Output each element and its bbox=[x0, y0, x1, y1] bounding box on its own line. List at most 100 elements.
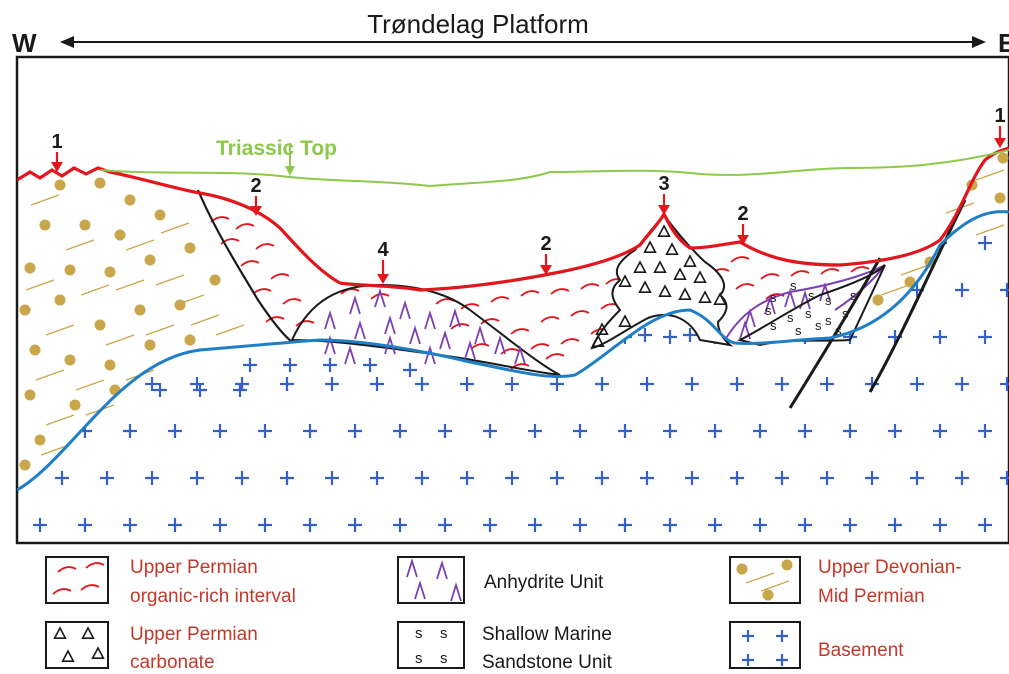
basement-cross bbox=[595, 377, 609, 391]
sediment-line bbox=[45, 414, 75, 426]
sediment-dot bbox=[104, 266, 116, 278]
sediment-dot bbox=[994, 192, 1006, 204]
marker-arrow-head bbox=[540, 265, 552, 275]
organic-dash bbox=[480, 318, 500, 325]
basement-cross bbox=[618, 518, 632, 532]
basement-cross bbox=[438, 424, 452, 438]
sand-mark: s bbox=[842, 306, 849, 321]
sediment-dot bbox=[154, 209, 166, 221]
sediment-dot bbox=[184, 334, 196, 346]
anhydrite-mark bbox=[399, 299, 411, 320]
legend-organic-dash bbox=[57, 566, 77, 573]
organic-dash bbox=[730, 256, 750, 263]
basement-cross bbox=[303, 424, 317, 438]
marker-arrow-head bbox=[250, 206, 262, 216]
legend-anhydrite-mark bbox=[414, 579, 426, 600]
sediment-dot bbox=[34, 434, 46, 446]
basement-cross bbox=[753, 236, 767, 250]
basement-cross bbox=[573, 330, 587, 344]
legend-sediment-line bbox=[745, 572, 775, 584]
sediment-dot bbox=[79, 219, 91, 231]
organic-dash bbox=[530, 343, 550, 350]
basement-cross bbox=[1000, 471, 1009, 485]
basement-cross bbox=[168, 236, 182, 250]
organic-dash bbox=[550, 288, 570, 295]
organic-dash bbox=[282, 298, 302, 305]
basement-cross bbox=[573, 424, 587, 438]
marker-arrow-head bbox=[737, 235, 749, 245]
sand-mark: s bbox=[765, 303, 772, 318]
organic-dash bbox=[490, 296, 510, 303]
marker-number: 4 bbox=[377, 239, 389, 261]
basement-cross bbox=[100, 471, 114, 485]
legend-devonian-line1: Upper Devonian- bbox=[818, 557, 962, 578]
carbonate-mark bbox=[713, 292, 727, 306]
basement-cross bbox=[798, 424, 812, 438]
sediment-line bbox=[115, 279, 145, 291]
anhydrite-mark bbox=[324, 334, 336, 355]
carbonate-mark bbox=[698, 290, 712, 304]
basement-cross bbox=[190, 471, 204, 485]
sediment-dot bbox=[64, 354, 76, 366]
basement-cross bbox=[685, 471, 699, 485]
basement-cross bbox=[640, 565, 654, 579]
legend-anhydrite-mark bbox=[436, 559, 448, 580]
sand-mark: s bbox=[825, 293, 832, 308]
sediment-line bbox=[175, 294, 205, 306]
sediment-dot bbox=[54, 294, 66, 306]
anhydrite-mark bbox=[384, 334, 396, 355]
basement-cross bbox=[978, 330, 992, 344]
organic-dash bbox=[295, 320, 315, 327]
legend-sandstone-line2: Sandstone Unit bbox=[482, 652, 613, 673]
marker-number: 2 bbox=[250, 175, 261, 197]
fault-boundary-west bbox=[196, 189, 293, 343]
sediment-line bbox=[30, 194, 60, 206]
basement-cross bbox=[753, 424, 767, 438]
carbonate-mark bbox=[633, 260, 647, 274]
basement-cross bbox=[33, 518, 47, 532]
carbonate-mark bbox=[595, 322, 609, 336]
devonian-left-fill bbox=[19, 177, 245, 471]
carbonate-mark bbox=[643, 240, 657, 253]
legend-swatch-organic bbox=[45, 556, 109, 604]
sediment-line bbox=[160, 222, 190, 234]
sediment-dot bbox=[114, 229, 126, 241]
organic-dash bbox=[270, 273, 290, 280]
sediment-dot bbox=[94, 177, 106, 189]
basement-cross bbox=[438, 518, 452, 532]
legend-organic-line1: Upper Permian bbox=[130, 557, 258, 578]
sediment-dot bbox=[39, 219, 51, 231]
carbonate-mark bbox=[658, 284, 672, 298]
basement-cross bbox=[573, 518, 587, 532]
organic-dash bbox=[470, 343, 490, 350]
basement-cross bbox=[528, 518, 542, 532]
anhydrite-mark bbox=[354, 319, 366, 340]
basement-cross bbox=[618, 424, 632, 438]
basement-cross bbox=[505, 471, 519, 485]
basement-cross bbox=[55, 377, 69, 391]
basement-cross bbox=[978, 424, 992, 438]
legend-sediment-line bbox=[760, 580, 790, 592]
organic-dash bbox=[500, 348, 520, 355]
basement-top-line bbox=[17, 210, 1009, 492]
legend-swatch-sandstone bbox=[397, 621, 465, 669]
legend-sand-mark: s bbox=[440, 650, 448, 667]
organic-dash bbox=[545, 353, 565, 360]
basement-cross bbox=[193, 383, 207, 397]
legend-swatch-anhydrite bbox=[397, 556, 465, 604]
basement-cross bbox=[820, 377, 834, 391]
organic-dash bbox=[580, 283, 600, 290]
sandstone-unit-body bbox=[737, 264, 886, 347]
sediment-dot bbox=[144, 254, 156, 266]
marker-number: 1 bbox=[51, 131, 62, 153]
basement-cross bbox=[1000, 565, 1009, 579]
basement-cross bbox=[663, 330, 677, 344]
legend-sand-mark: s bbox=[440, 625, 448, 642]
sediment-line bbox=[155, 274, 185, 286]
basement-cross bbox=[683, 328, 697, 342]
triassic-top-line bbox=[99, 149, 1009, 188]
basement-cross bbox=[550, 471, 564, 485]
organic-dash bbox=[560, 338, 580, 345]
basement-cross bbox=[33, 236, 47, 250]
